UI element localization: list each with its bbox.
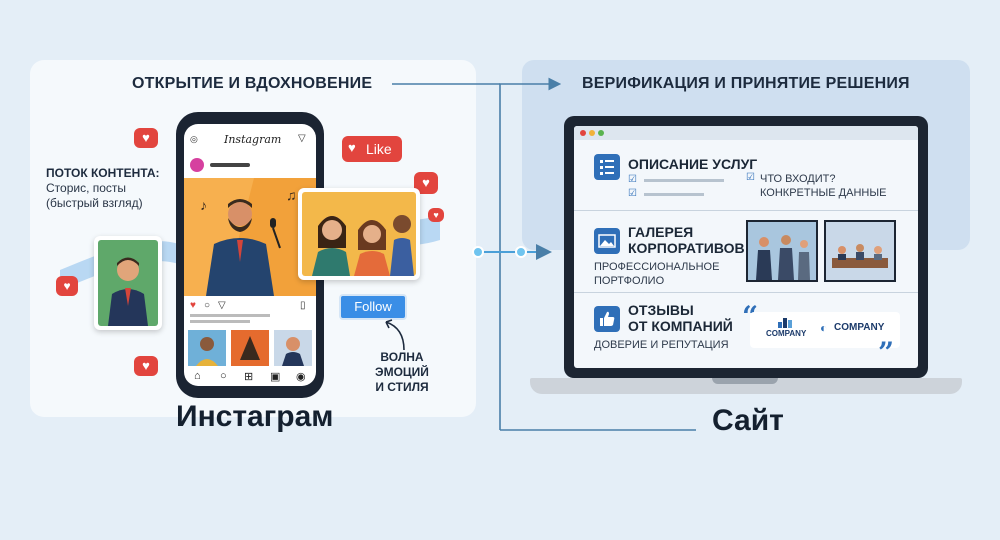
gallery-sub-1: ПРОФЕССИОНАЛЬНОЕ [594, 261, 720, 273]
reviews-title-1: ОТЗЫВЫ [628, 302, 694, 318]
browser-bar [574, 126, 918, 140]
phone-screen: ◎ Instagram ▽ ♪ ♫ ♥ ○ ▽ ▯ ⌂ ○ ⊞ ▣ ◉ [184, 124, 316, 386]
reviews-title-2: ОТ КОМПАНИЙ [628, 318, 733, 334]
laptop-notch [712, 378, 778, 384]
comment-icon[interactable]: ○ [204, 300, 211, 311]
friends-photo-image [302, 192, 416, 276]
laptop-base [530, 378, 962, 394]
thumbs-up-icon [594, 306, 620, 332]
svg-text:♪: ♪ [200, 197, 207, 213]
heart-icon: ♥ [56, 276, 78, 296]
company-logo-mark-icon [778, 318, 792, 328]
curved-arrow-icon [385, 319, 405, 351]
caption-line [190, 320, 250, 323]
company-logos: COMPANY ◐ COMPANY [750, 312, 900, 348]
checkbox-icon: ☑ [628, 174, 637, 185]
company-logo-1: COMPANY [766, 329, 807, 338]
share-icon[interactable]: ▽ [218, 300, 226, 311]
website-title: Сайт [712, 404, 784, 437]
checkbox-icon: ☑ [746, 172, 755, 183]
close-dot[interactable] [580, 130, 586, 136]
emotion-line2: И СТИЛЯ [375, 380, 429, 394]
like-label: Like [366, 141, 392, 157]
story-card [94, 236, 162, 330]
man-portrait-image [98, 240, 158, 326]
heart-icon: ♥ [348, 140, 356, 155]
content-stream-label: ПОТОК КОНТЕНТА: Сторис, посты (быстрый в… [46, 166, 166, 211]
instagram-title: Инстаграм [176, 400, 334, 433]
camera-icon: ◎ [190, 134, 198, 144]
heart-icon: ♥ [134, 128, 158, 148]
reviews-sub: ДОВЕРИЕ И РЕПУТАЦИЯ [594, 339, 729, 351]
search-icon[interactable]: ○ [220, 370, 227, 382]
text-line [644, 193, 704, 196]
caption-line [190, 314, 270, 317]
gallery-title-2: КОРПОРАТИВОВ [628, 240, 745, 256]
profile-icon[interactable]: ◉ [296, 371, 306, 383]
heart-icon: ♥ [414, 172, 438, 194]
content-stream-line2: (быстрый взгляд) [46, 196, 143, 210]
gallery-title-1: ГАЛЕРЕЯ [628, 224, 694, 240]
like-icon[interactable]: ♥ [190, 300, 196, 311]
add-icon[interactable]: ⊞ [244, 371, 254, 383]
right-heading: ВЕРИФИКАЦИЯ И ПРИНЯТИЕ РЕШЕНИЯ [582, 75, 910, 92]
heart-icon: ♥ [428, 208, 444, 222]
avatar[interactable] [190, 158, 204, 172]
content-stream-line1: Сторис, посты [46, 181, 127, 195]
friends-post-card [298, 188, 420, 280]
singer-post-image: ♪ ♫ [184, 178, 316, 296]
checklist-icon [594, 154, 620, 180]
home-icon[interactable]: ⌂ [194, 370, 201, 382]
company-logo-2: COMPANY [834, 322, 885, 333]
section-divider [574, 210, 918, 211]
thumbnail-grid[interactable] [188, 330, 312, 366]
emotion-label: ВОЛНА ЭМОЦИЙ И СТИЛЯ [352, 350, 452, 395]
reels-icon[interactable]: ▣ [270, 371, 281, 383]
send-icon[interactable]: ▽ [298, 133, 306, 144]
company-circle-icon: ◐ [820, 321, 828, 335]
corporate-gallery-images[interactable] [746, 220, 896, 284]
minimize-dot[interactable] [589, 130, 595, 136]
follow-button[interactable]: Follow [339, 294, 407, 320]
heart-icon: ♥ [134, 356, 158, 376]
text-line [644, 179, 724, 182]
services-data: КОНКРЕТНЫЕ ДАННЫЕ [760, 187, 887, 199]
checkbox-icon: ☑ [628, 188, 637, 199]
bookmark-icon[interactable]: ▯ [300, 300, 306, 311]
username-bar [210, 163, 250, 167]
close-quote-icon: ” [878, 336, 895, 368]
section-divider [574, 292, 918, 293]
laptop-screen: ОПИСАНИЕ УСЛУГ ☑ ☑ ☑ ЧТО ВХОДИТ? КОНКРЕТ… [574, 126, 918, 368]
gallery-sub-2: ПОРТФОЛИО [594, 275, 665, 287]
svg-text:♫: ♫ [286, 187, 297, 203]
app-name: Instagram [224, 133, 282, 146]
maximize-dot[interactable] [598, 130, 604, 136]
gallery-icon [594, 228, 620, 254]
like-bubble: ♥ Like [342, 136, 402, 162]
services-question: ЧТО ВХОДИТ? [760, 173, 836, 185]
emotion-line1: ВОЛНА ЭМОЦИЙ [375, 350, 429, 379]
left-bracket-arrow [499, 77, 562, 430]
content-stream-title: ПОТОК КОНТЕНТА: [46, 166, 160, 180]
left-heading: ОТКРЫТИЕ И ВДОХНОВЕНИЕ [132, 75, 373, 92]
services-title: ОПИСАНИЕ УСЛУГ [628, 156, 758, 172]
